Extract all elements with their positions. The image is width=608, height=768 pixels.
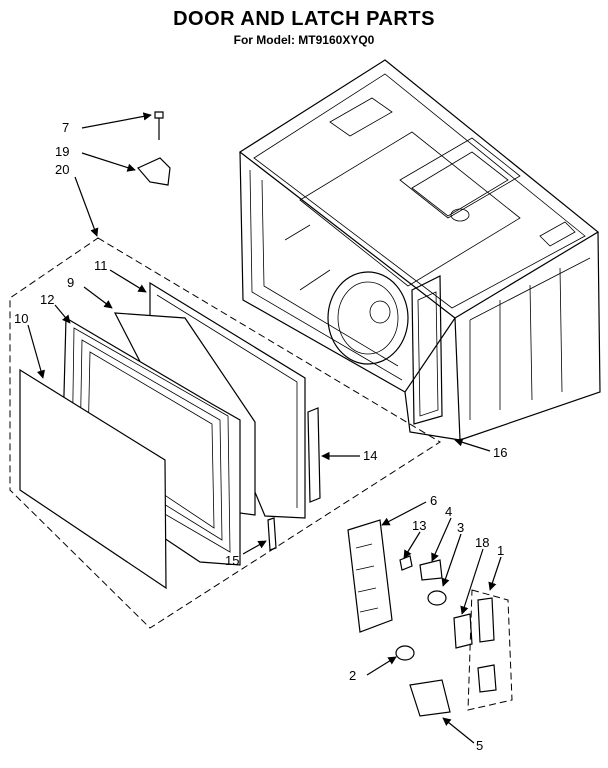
callout-10: 10 [14,311,28,326]
callout-12: 12 [40,292,54,307]
callout-15: 15 [225,553,239,568]
diagram-title: DOOR AND LATCH PARTS [173,8,435,30]
door-assembly [9,237,441,629]
latch-assembly [347,519,513,717]
top-screw-bracket [137,111,171,186]
callout-19: 19 [55,144,69,159]
callout-7: 7 [62,120,69,135]
leader-lines [27,112,502,744]
callout-2: 2 [349,668,356,683]
callout-18: 18 [475,535,489,550]
model-subtitle: For Model: MT9160XYQ0 [233,33,375,47]
callout-13: 13 [412,518,426,533]
callout-3: 3 [457,520,464,535]
oven-cavity [238,59,601,441]
callout-labels: 7 19 20 11 9 12 10 14 15 16 6 4 13 3 18 … [14,120,507,753]
callout-6: 6 [430,493,437,508]
callout-16: 16 [493,445,507,460]
callout-1: 1 [497,543,504,558]
callout-11: 11 [94,258,108,273]
callout-9: 9 [67,275,74,290]
callout-20: 20 [55,162,69,177]
callout-5: 5 [476,738,483,753]
callout-14: 14 [363,448,377,463]
callout-4: 4 [445,504,452,519]
